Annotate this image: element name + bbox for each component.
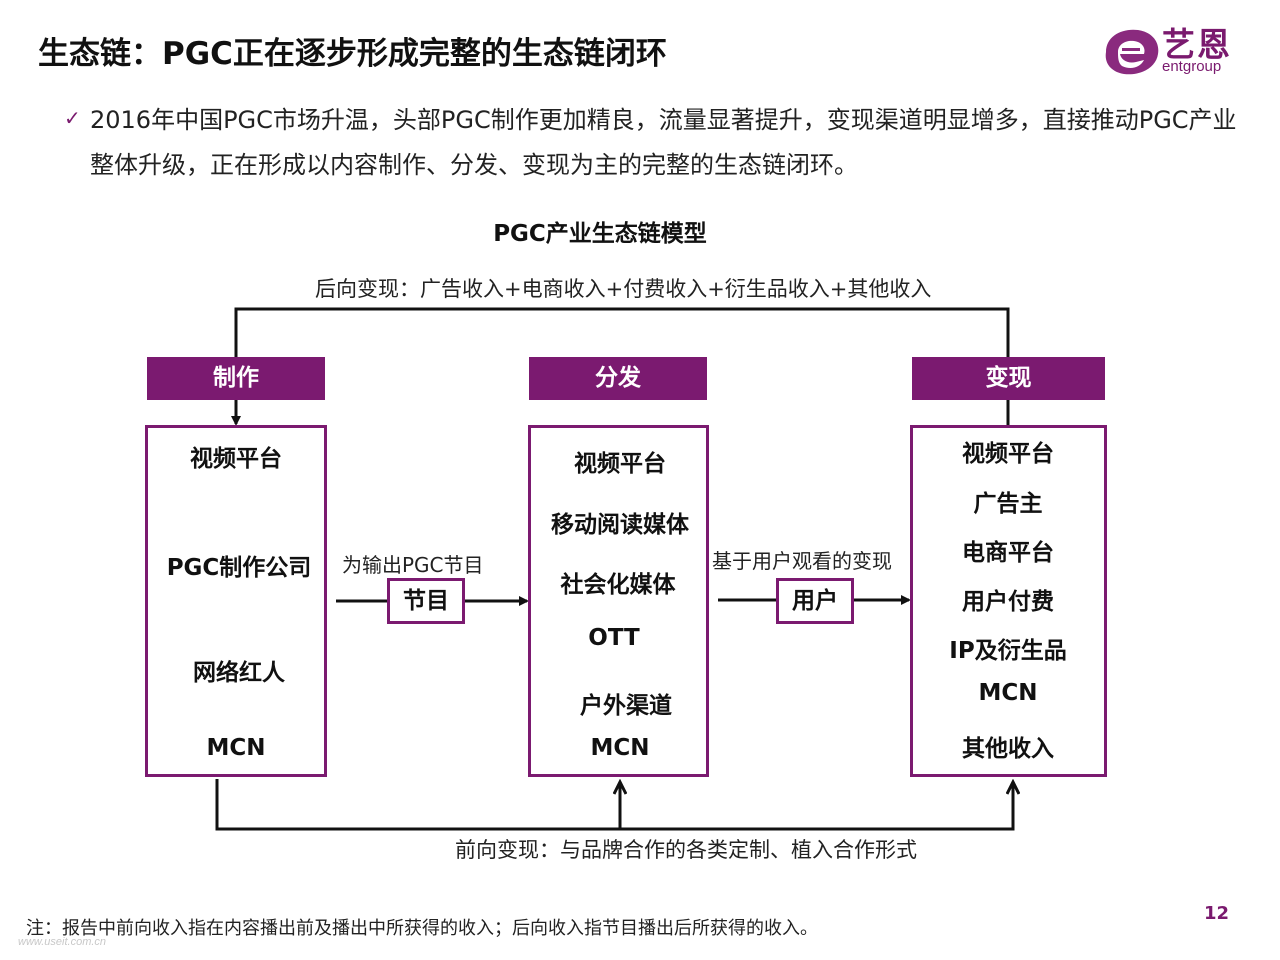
watermark: www.useit.com.cn bbox=[18, 936, 107, 948]
make-item: 网络红人 bbox=[193, 660, 285, 686]
page-title: 生态链：PGC正在逐步形成完整的生态链闭环 bbox=[38, 36, 667, 72]
front-monetization-label: 前向变现：与品牌合作的各类定制、植入合作形式 bbox=[455, 834, 917, 864]
stage-header-make: 制作 bbox=[147, 357, 325, 400]
logo-e-icon bbox=[1105, 29, 1159, 75]
distribution-item: 社会化媒体 bbox=[560, 572, 676, 598]
flow-label-program: 为输出PGC节目 bbox=[342, 553, 484, 577]
back-loop-line bbox=[234, 307, 1010, 357]
back-monetization-label: 后向变现：广告收入+电商收入+付费收入+衍生品收入+其他收入 bbox=[315, 273, 932, 303]
monetization-item: 广告主 bbox=[973, 491, 1043, 517]
stage-header-distribution: 分发 bbox=[529, 357, 707, 400]
monetization-item: 其他收入 bbox=[962, 736, 1054, 762]
make-item: 视频平台 bbox=[190, 446, 282, 472]
front-loop-line bbox=[215, 779, 1013, 831]
flow-box-user: 用户 bbox=[776, 578, 854, 624]
monetization-item: IP及衍生品 bbox=[949, 638, 1067, 664]
stage-box-monetization bbox=[910, 425, 1107, 777]
stage-header-monetization: 变现 bbox=[912, 357, 1105, 400]
monetization-item: MCN bbox=[978, 680, 1038, 706]
flow-box-program: 节目 bbox=[387, 578, 465, 624]
make-item: PGC制作公司 bbox=[166, 555, 312, 581]
diagram-title: PGC产业生态链模型 bbox=[493, 221, 707, 247]
monetization-item: 电商平台 bbox=[962, 540, 1054, 566]
monetization-item: 视频平台 bbox=[962, 441, 1054, 467]
checkmark-icon: ✓ bbox=[64, 106, 81, 130]
page-number: 12 bbox=[1204, 903, 1230, 924]
stage-box-distribution bbox=[528, 425, 709, 777]
distribution-item: 移动阅读媒体 bbox=[551, 512, 689, 538]
summary-text: 2016年中国PGC市场升温，头部PGC制作更加精良，流量显著提升，变现渠道明显… bbox=[90, 106, 1237, 179]
logo-english-name: entgroup bbox=[1162, 58, 1222, 75]
distribution-item: MCN bbox=[590, 735, 650, 761]
flow-label-user: 基于用户观看的变现 bbox=[712, 549, 892, 573]
stage-box-make bbox=[145, 425, 327, 777]
entgroup-logo bbox=[1105, 29, 1159, 75]
distribution-item: 视频平台 bbox=[574, 451, 666, 477]
distribution-item: 户外渠道 bbox=[580, 693, 672, 719]
distribution-item: OTT bbox=[588, 625, 640, 651]
footnote: 注：报告中前向收入指在内容播出前及播出中所获得的收入；后向收入指节目播出后所获得… bbox=[26, 918, 818, 939]
make-item: MCN bbox=[206, 735, 266, 761]
monetization-item: 用户付费 bbox=[962, 589, 1054, 615]
logo-chinese-name: 艺恩 bbox=[1162, 25, 1232, 64]
